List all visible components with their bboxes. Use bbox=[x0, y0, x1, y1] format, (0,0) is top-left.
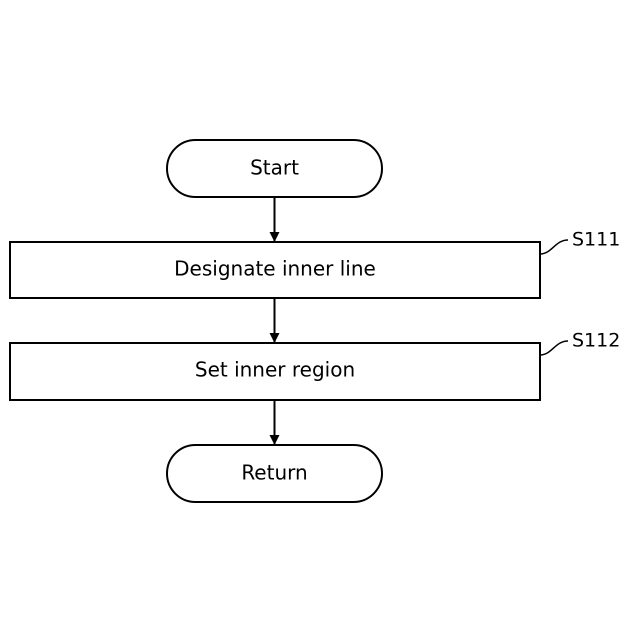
ref-leader-s112 bbox=[540, 341, 568, 355]
process-step-s112-label: Set inner region bbox=[195, 358, 355, 382]
process-step-s112: Set inner region bbox=[10, 343, 540, 400]
ref-leader-s111 bbox=[540, 240, 568, 254]
ref-label-s111: S111 bbox=[572, 229, 620, 251]
process-step-s111-label: Designate inner line bbox=[174, 257, 376, 281]
return-terminal-label: Return bbox=[241, 461, 307, 485]
return-terminal: Return bbox=[167, 445, 382, 502]
start-terminal: Start bbox=[167, 140, 382, 197]
start-terminal-label: Start bbox=[250, 156, 299, 180]
ref-label-s112: S112 bbox=[572, 330, 620, 352]
process-step-s111: Designate inner line bbox=[10, 242, 540, 298]
